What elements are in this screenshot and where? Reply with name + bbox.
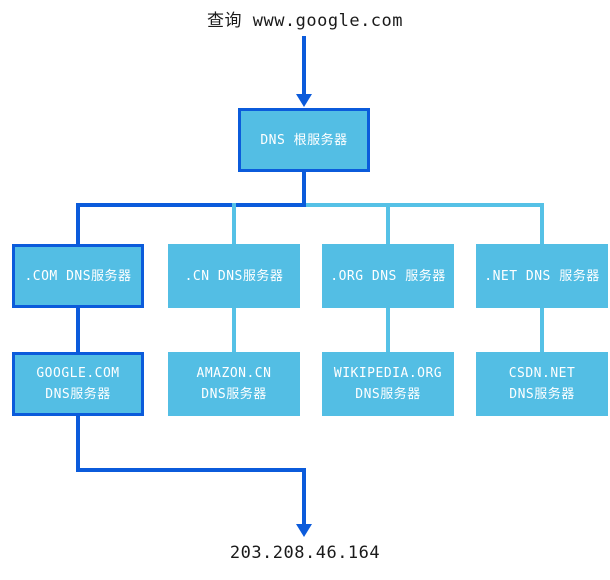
connector-drop-org xyxy=(386,203,390,244)
connector-net-to-csdn xyxy=(540,308,544,352)
node-auth-csdn: CSDN.NET DNS服务器 xyxy=(476,352,608,416)
connector-result-horizontal xyxy=(76,468,306,472)
query-label: 查询 www.google.com xyxy=(206,11,404,31)
node-label: .NET DNS 服务器 xyxy=(484,268,600,284)
connector-bus-light xyxy=(302,203,544,207)
connector-root-stub xyxy=(302,170,306,207)
node-label: .CN DNS服务器 xyxy=(184,268,284,284)
node-label-line1: WIKIPEDIA.ORG xyxy=(333,366,443,381)
connector-drop-net xyxy=(540,203,544,244)
ip-result-label: 203.208.46.164 xyxy=(229,543,381,563)
connector-drop-cn xyxy=(232,203,236,244)
node-label-line2: DNS服务器 xyxy=(201,387,267,402)
node-label: .COM DNS服务器 xyxy=(24,268,132,284)
arrow-down-icon xyxy=(296,94,312,107)
node-auth-wikipedia: WIKIPEDIA.ORG DNS服务器 xyxy=(322,352,454,416)
node-label-line2: DNS服务器 xyxy=(355,387,421,402)
connector-cn-to-amazon xyxy=(232,308,236,352)
node-tld-net: .NET DNS 服务器 xyxy=(476,244,608,308)
node-label-line1: AMAZON.CN xyxy=(196,366,272,381)
node-label-line1: CSDN.NET xyxy=(508,366,576,381)
node-label-line1: GOOGLE.COM xyxy=(36,366,120,381)
node-label: DNS 根服务器 xyxy=(260,132,348,148)
connector-bus-dark xyxy=(76,203,306,207)
node-label-line2: DNS服务器 xyxy=(45,387,111,402)
connector-result-down xyxy=(302,468,306,525)
node-dns-root: DNS 根服务器 xyxy=(238,108,370,172)
connector-google-down xyxy=(76,416,80,470)
node-tld-org: .ORG DNS 服务器 xyxy=(322,244,454,308)
node-auth-google: GOOGLE.COM DNS服务器 xyxy=(12,352,144,416)
arrow-down-icon xyxy=(296,524,312,537)
node-auth-amazon: AMAZON.CN DNS服务器 xyxy=(168,352,300,416)
connector-org-to-wikipedia xyxy=(386,308,390,352)
node-tld-com: .COM DNS服务器 xyxy=(12,244,144,308)
node-tld-cn: .CN DNS服务器 xyxy=(168,244,300,308)
connector-com-to-google xyxy=(76,308,80,352)
node-label: .ORG DNS 服务器 xyxy=(330,268,446,284)
connector-drop-com xyxy=(76,203,80,244)
node-label-line2: DNS服务器 xyxy=(509,387,575,402)
connector-query-to-root xyxy=(302,36,306,95)
